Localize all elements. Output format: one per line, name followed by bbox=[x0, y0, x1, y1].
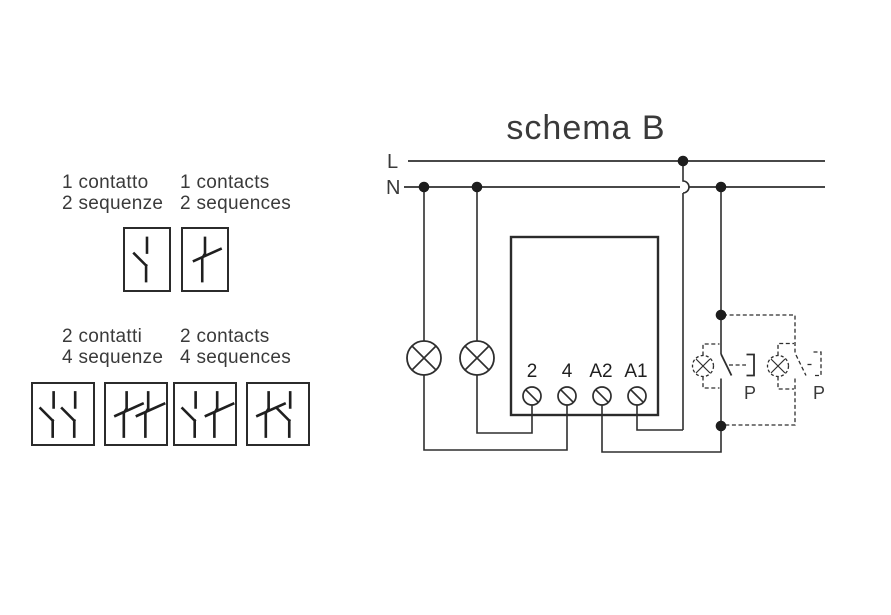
legend-double-it-line1: 2 contatti bbox=[62, 326, 143, 347]
terminal-screws bbox=[522, 386, 647, 406]
legend-double-italian: 2 contatti 4 sequenze bbox=[62, 326, 163, 368]
pushbutton2-actuator-bracket bbox=[813, 351, 822, 377]
junction-dot bbox=[715, 181, 727, 193]
contact-sequence-box-open-open bbox=[31, 382, 95, 446]
legend-single-en-line2: 2 sequences bbox=[180, 193, 292, 214]
pushbutton2-lamp-icon bbox=[766, 354, 790, 378]
pushbutton1-label: P bbox=[744, 383, 756, 403]
legend-double-en-line1: 2 contacts bbox=[180, 326, 270, 347]
junction-dot bbox=[677, 155, 689, 167]
legend-single-it-line1: 1 contatto bbox=[62, 172, 149, 193]
terminal-screw-2-icon bbox=[522, 386, 542, 406]
pushbutton2-label: P bbox=[813, 383, 825, 403]
terminal-label-4: 4 bbox=[562, 361, 573, 382]
terminal-screw-a1-icon bbox=[627, 386, 647, 406]
junction-dot bbox=[471, 181, 483, 193]
pushbutton2-blade bbox=[795, 354, 807, 376]
junction-dot bbox=[715, 420, 727, 432]
lamp2-icon bbox=[459, 340, 495, 376]
legend-double-it-line2: 4 sequenze bbox=[62, 347, 164, 368]
junction-dot bbox=[715, 309, 727, 321]
contact-sequence-box-closed-open bbox=[246, 382, 310, 446]
wire-a1-to-l bbox=[636, 161, 690, 431]
pushbutton1-blade bbox=[720, 353, 733, 376]
terminal-label-a1: A1 bbox=[624, 361, 647, 382]
terminal-label-2: 2 bbox=[527, 361, 538, 382]
pushbutton1-actuator-bracket bbox=[746, 353, 755, 377]
terminal-screw-4-icon bbox=[557, 386, 577, 406]
legend-single-it-line2: 2 sequenze bbox=[62, 193, 164, 214]
relay-box bbox=[509, 235, 660, 417]
legend-single-english: 1 contacts 2 sequences bbox=[180, 172, 291, 214]
junction-dot bbox=[418, 181, 430, 193]
wire-a2-to-pushbutton bbox=[601, 405, 722, 453]
pushbutton2-lamp-cross bbox=[770, 358, 786, 374]
legend-double-english: 2 contacts 4 sequences bbox=[180, 326, 291, 368]
lamp1-icon bbox=[406, 340, 442, 376]
schematic-title: schema B bbox=[506, 109, 665, 147]
legend-double-en-line2: 4 sequences bbox=[180, 347, 292, 368]
pushbutton2-branch bbox=[723, 314, 796, 426]
line-n-label: N bbox=[386, 177, 400, 199]
wire-lamp1 bbox=[423, 187, 568, 451]
legend-single-en-line1: 1 contacts bbox=[180, 172, 270, 193]
contact-sequence-box-closed bbox=[181, 227, 229, 292]
terminal-label-a2: A2 bbox=[589, 361, 612, 382]
contact-sequence-box-open-closed bbox=[173, 382, 237, 446]
pushbutton2-symbol bbox=[723, 314, 822, 426]
terminal-screw-a2-icon bbox=[592, 386, 612, 406]
contact-sequence-box-closed-closed bbox=[104, 382, 168, 446]
pushbutton2-lamp-leads bbox=[777, 342, 794, 390]
legend-single-italian: 1 contatto 2 sequenze bbox=[62, 172, 163, 214]
junction-dots bbox=[418, 155, 727, 432]
line-l-label: L bbox=[387, 151, 398, 173]
wire-lamp2 bbox=[476, 187, 533, 434]
contact-sequence-box-open bbox=[123, 227, 171, 292]
wires bbox=[423, 161, 733, 453]
pushbutton1-lamp-icon bbox=[691, 343, 720, 389]
